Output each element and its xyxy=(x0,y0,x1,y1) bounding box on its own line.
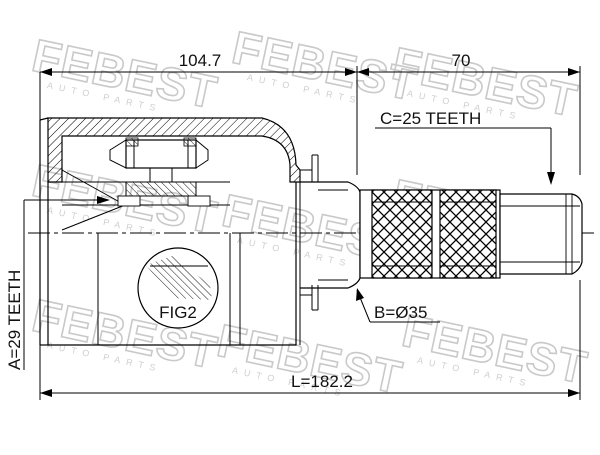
tripod-assembly xyxy=(61,137,230,231)
callout-shaft-teeth: C=25 TEETH xyxy=(375,109,555,185)
callout-shaft-diameter: B=Ø35 xyxy=(356,288,440,323)
total-length-label: L=182.2 xyxy=(291,372,353,391)
outer-teeth-label: A=29 TEETH xyxy=(5,270,24,370)
spline-shaft xyxy=(359,189,583,279)
fig2-detail: FIG2 xyxy=(137,247,219,329)
outer-housing xyxy=(39,117,301,346)
dim-housing-length-label: 104.7 xyxy=(179,51,222,70)
dim-shaft-length: 70 xyxy=(357,51,581,175)
dim-housing-length: 104.7 xyxy=(39,51,358,175)
dim-shaft-length-label: 70 xyxy=(452,51,471,70)
shaft-diameter-label: B=Ø35 xyxy=(374,303,427,322)
fig2-label: FIG2 xyxy=(159,303,197,322)
watermark-logo: FEBEST AUTO PARTS xyxy=(27,28,223,119)
dim-total-length: L=182.2 xyxy=(39,280,581,400)
callout-outer-teeth: A=29 TEETH xyxy=(5,196,110,370)
watermark-logo: FEBEST AUTO PARTS xyxy=(212,313,408,404)
shaft-teeth-label: C=25 TEETH xyxy=(380,109,481,128)
